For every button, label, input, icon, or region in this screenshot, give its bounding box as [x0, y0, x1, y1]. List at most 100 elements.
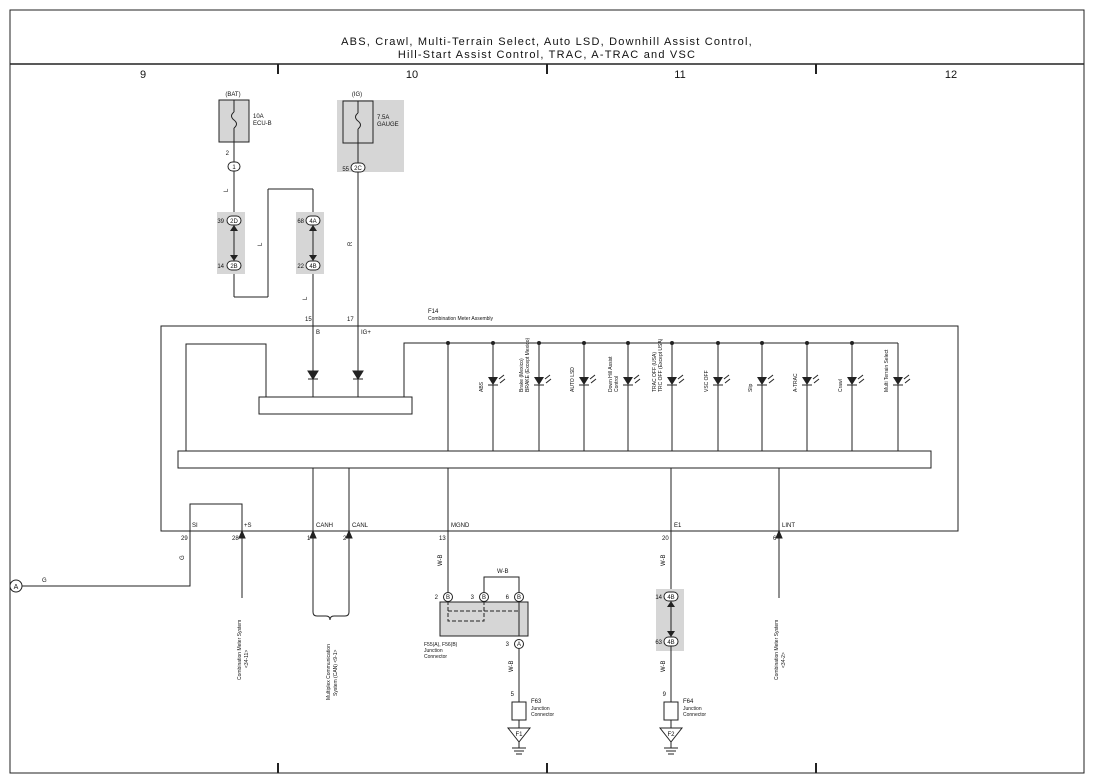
- indicator-label: Slip: [748, 383, 754, 392]
- svg-text:22: 22: [297, 264, 304, 270]
- svg-text:Multiplex Communication: Multiplex Communication: [326, 644, 332, 700]
- indicator-label: Crawl: [838, 379, 844, 392]
- diagram-title-line2: Hill-Start Assist Control, TRAC, A-TRAC …: [398, 49, 696, 61]
- svg-text:15: 15: [305, 317, 312, 323]
- svg-text:2D: 2D: [230, 219, 238, 225]
- svg-text:7.5A: 7.5A: [377, 115, 389, 121]
- svg-text:6: 6: [506, 595, 510, 601]
- svg-text:CANH: CANH: [316, 523, 333, 529]
- indicator-label: TRAC OFF (USA): [652, 352, 658, 392]
- ref-combination-meter-34-2: Combination Meter System <34-2>: [774, 620, 787, 680]
- indicator-label: BRAKE (Except Mexico): [525, 337, 531, 392]
- svg-text:Connector: Connector: [531, 712, 554, 718]
- svg-text:3: 3: [506, 642, 510, 648]
- ref-multiplex-can-9-1: Multiplex Communication System (CAN) <9-…: [326, 644, 339, 700]
- indicator-label: AUTO LSD: [570, 367, 576, 392]
- indicator-led-7: Slip: [748, 341, 775, 451]
- svg-text:14: 14: [217, 264, 224, 270]
- indicator-led-6: VSC OFF: [704, 341, 731, 451]
- indicator-led-8: A-TRAC: [793, 341, 820, 451]
- pin-1: 1: [307, 536, 311, 542]
- svg-text:Combination Meter Assembly: Combination Meter Assembly: [428, 316, 494, 322]
- svg-text:A: A: [14, 584, 19, 591]
- junction-connector-f63: 5 F63 Junction Connector: [511, 692, 554, 721]
- pin-20: 20: [662, 536, 669, 542]
- wire-color-wb-3: W-B: [509, 660, 515, 672]
- svg-text:B: B: [517, 595, 521, 601]
- svg-text:F1: F1: [515, 732, 523, 738]
- ground-f1: F1: [506, 720, 532, 755]
- indicator-label: Multi Terrain Select: [884, 349, 890, 392]
- indicator-led-3: AUTO LSD: [570, 341, 597, 451]
- svg-text:63: 63: [655, 640, 662, 646]
- wire-color-g-1: G: [42, 578, 47, 584]
- svg-text:B: B: [446, 595, 450, 601]
- svg-text:5: 5: [511, 692, 515, 698]
- svg-text:4B: 4B: [667, 640, 674, 646]
- svg-text:System (CAN) <9-1>: System (CAN) <9-1>: [333, 650, 339, 696]
- svg-text:39: 39: [217, 219, 224, 225]
- svg-text:Junction: Junction: [683, 706, 702, 712]
- svg-text:F64: F64: [683, 699, 694, 705]
- indicator-label: A-TRAC: [793, 373, 799, 392]
- svg-text:<34-11>: <34-11>: [244, 650, 250, 668]
- combination-meter-assembly: F14 Combination Meter Assembly 15 B 17 I…: [160, 309, 959, 532]
- svg-text:Junction: Junction: [531, 706, 550, 712]
- wire-color-g-2: G: [180, 555, 186, 560]
- svg-text:(IG): (IG): [352, 92, 362, 98]
- ground-f2: F2: [658, 720, 684, 755]
- svg-text:CANL: CANL: [352, 523, 369, 529]
- svg-text:E1: E1: [674, 523, 682, 529]
- indicator-label: ABS: [479, 381, 485, 392]
- svg-text:SI: SI: [192, 523, 198, 529]
- diagram-title-line1: ABS, Crawl, Multi-Terrain Select, Auto L…: [341, 36, 753, 48]
- svg-text:B: B: [482, 595, 486, 601]
- svg-text:2: 2: [435, 595, 439, 601]
- wire-color-wb-1: W-B: [438, 554, 444, 566]
- column-label-9: 9: [140, 69, 146, 81]
- svg-text:2B: 2B: [230, 264, 237, 270]
- wire-color-wb-4: W-B: [661, 660, 667, 672]
- svg-text:3: 3: [471, 595, 475, 601]
- svg-text:Junction: Junction: [424, 648, 443, 654]
- svg-text:4A: 4A: [309, 219, 316, 225]
- svg-text:MGND: MGND: [451, 523, 470, 529]
- ref-combination-meter-34-11: Combination Meter System <34-11>: [237, 620, 250, 680]
- svg-text:IG+: IG+: [361, 330, 371, 336]
- svg-text:2C: 2C: [354, 166, 362, 172]
- indicator-led-2: Brake (Mexico)BRAKE (Except Mexico): [519, 337, 552, 451]
- svg-text:1: 1: [232, 165, 236, 171]
- indicator-label: Brake (Mexico): [519, 358, 525, 392]
- pin-28: 28: [232, 536, 239, 542]
- svg-text:F55(A), F56(B): F55(A), F56(B): [424, 642, 458, 648]
- junction-connector-f64: 9 F64 Junction Connector: [663, 692, 706, 721]
- svg-text:2: 2: [226, 151, 230, 157]
- svg-text:<34-2>: <34-2>: [781, 652, 787, 668]
- indicator-label: Control: [614, 376, 620, 392]
- svg-text:(BAT): (BAT): [225, 92, 240, 98]
- svg-text:9: 9: [663, 692, 667, 698]
- offpage-connector-a: A: [9, 579, 23, 593]
- junction-2d-2b: 2D 39 2B 14: [217, 212, 245, 274]
- svg-text:Connector: Connector: [683, 712, 706, 718]
- svg-text:4B: 4B: [667, 595, 674, 601]
- svg-text:F14: F14: [428, 309, 439, 315]
- wire-color-l-3: L: [303, 296, 309, 300]
- indicator-led-9: Crawl: [838, 341, 865, 451]
- wire-color-l-1: L: [224, 188, 230, 192]
- svg-text:17: 17: [347, 317, 354, 323]
- svg-text:ECU-B: ECU-B: [253, 121, 272, 127]
- column-label-10: 10: [406, 69, 418, 81]
- column-label-11: 11: [674, 69, 685, 81]
- indicator-label: Down Hill Assist: [608, 356, 614, 392]
- svg-text:A: A: [517, 642, 521, 648]
- svg-text:B: B: [316, 330, 320, 336]
- pin-29: 29: [181, 536, 188, 542]
- fuse-ecu-b: (BAT) 10A ECU-B 2 1: [218, 92, 272, 172]
- fuse-gauge: (IG) 7.5A GAUGE 55 2C: [337, 92, 404, 173]
- svg-text:55: 55: [342, 167, 349, 173]
- svg-text:10A: 10A: [253, 114, 264, 120]
- wire-color-wb-2: W-B: [661, 554, 667, 566]
